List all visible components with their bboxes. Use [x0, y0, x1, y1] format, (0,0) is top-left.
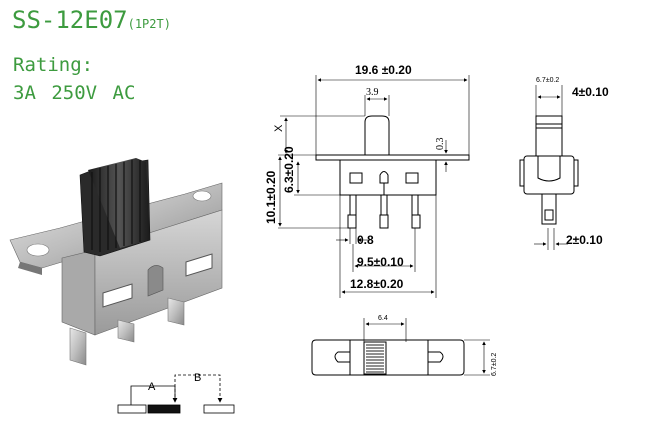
schematic-position-a: A	[148, 381, 156, 393]
top-view-dimensions	[363, 318, 490, 376]
pole-config: (1P2T)	[127, 17, 171, 31]
dim-actuator-width: 3.9	[366, 87, 379, 98]
dim-terminal-width: 0.8	[357, 233, 374, 247]
dim-body-height: 6.3±0.20	[282, 146, 296, 193]
end-view	[519, 115, 579, 225]
dim-end-body-width: 6.7±0.2	[536, 77, 559, 84]
rating-label: Rating:	[13, 54, 94, 76]
schematic	[117, 374, 235, 414]
top-view	[311, 339, 465, 376]
dim-overall-length: 19.6 ±0.20	[355, 63, 412, 77]
dim-body-length: 12.8±0.20	[350, 277, 404, 291]
model-title: SS-12E07(1P2T)	[12, 6, 171, 34]
side-view-dimensions	[278, 75, 470, 298]
model-number: SS-12E07	[12, 6, 128, 34]
dim-terminal-pitch: 9.5±0.10	[357, 255, 404, 269]
rating-value: 3A 250V AC	[13, 82, 136, 104]
schematic-position-b: B	[194, 372, 201, 384]
dim-slot-width: 6.4	[378, 315, 388, 322]
dim-top-body-width: 6.7±0.2	[491, 353, 498, 376]
dim-plate-thickness: 0.3	[435, 138, 446, 151]
dim-actuator-depth: 4±0.10	[572, 85, 609, 99]
top-view-actuator-ribs	[366, 344, 384, 373]
side-view	[315, 115, 470, 229]
dim-terminal-depth: 2±0.10	[566, 233, 603, 247]
switch-photo	[9, 158, 223, 366]
dim-actuator-travel: X	[273, 124, 285, 132]
end-view-dimensions	[534, 85, 568, 250]
dim-total-height: 10.1±0.20	[264, 170, 278, 224]
